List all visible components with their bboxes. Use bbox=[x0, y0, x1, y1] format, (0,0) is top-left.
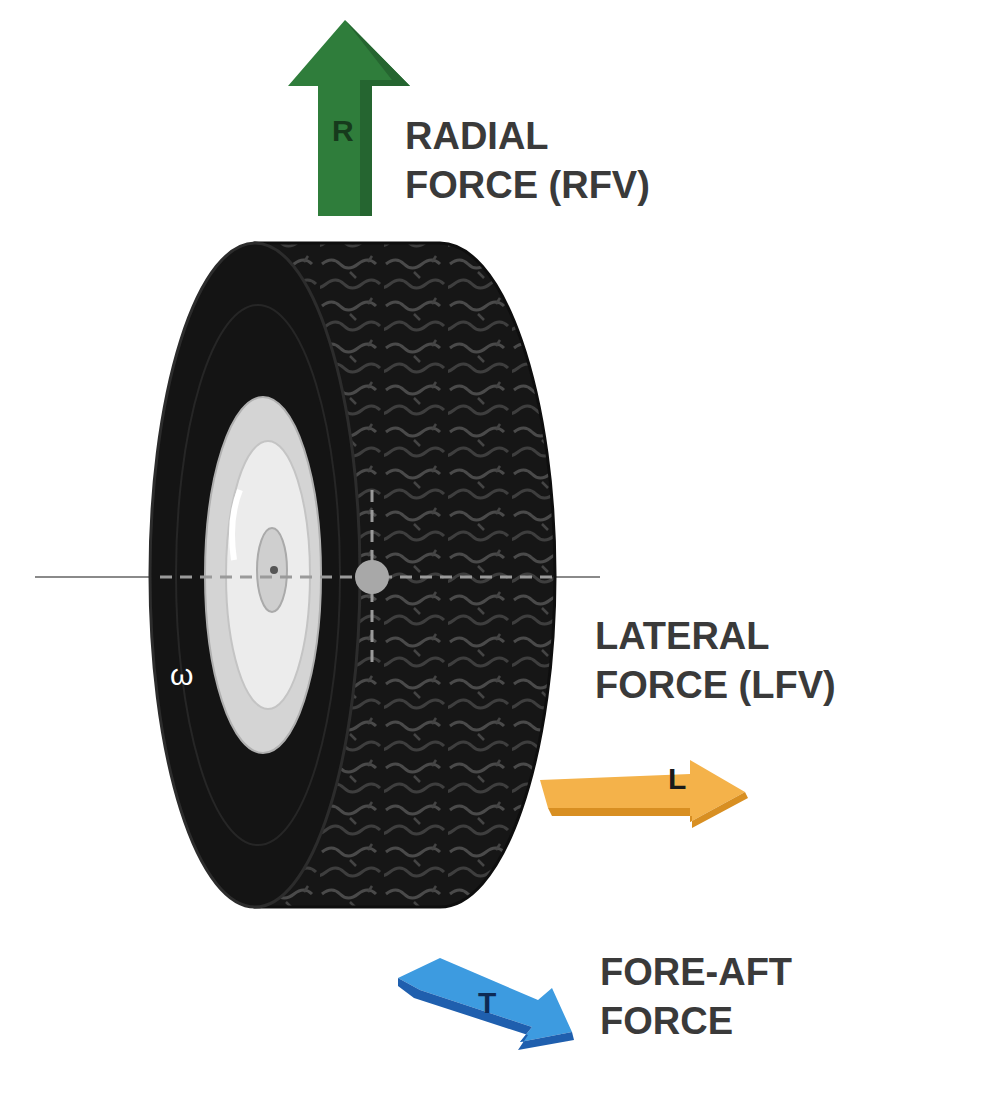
sidewall-ring bbox=[176, 305, 340, 845]
axle-line bbox=[35, 576, 160, 578]
lateral-arrow-shade bbox=[548, 792, 748, 828]
force-letter: T bbox=[478, 988, 496, 1018]
rotation-symbol: ω bbox=[170, 660, 193, 690]
hub-center bbox=[270, 566, 278, 574]
radial-arrow bbox=[288, 20, 410, 216]
center-point bbox=[355, 560, 389, 594]
rim-highlight bbox=[232, 490, 240, 560]
axle-line bbox=[555, 576, 600, 578]
force-letter: R bbox=[332, 116, 354, 146]
force-letter: L bbox=[668, 764, 686, 794]
wheel-rim bbox=[205, 397, 321, 753]
force-label: FORE-AFT FORCE bbox=[600, 948, 865, 1047]
radial-arrow-shade bbox=[345, 20, 410, 216]
wheel-disc bbox=[226, 441, 310, 709]
fore-aft-arrow-shade bbox=[398, 978, 574, 1050]
force-label: RADIAL FORCE (RFV) bbox=[405, 112, 670, 211]
tire-sidewall bbox=[150, 243, 360, 907]
force-label: LATERAL FORCE (LFV) bbox=[595, 612, 860, 711]
wheel-hub bbox=[257, 528, 287, 612]
